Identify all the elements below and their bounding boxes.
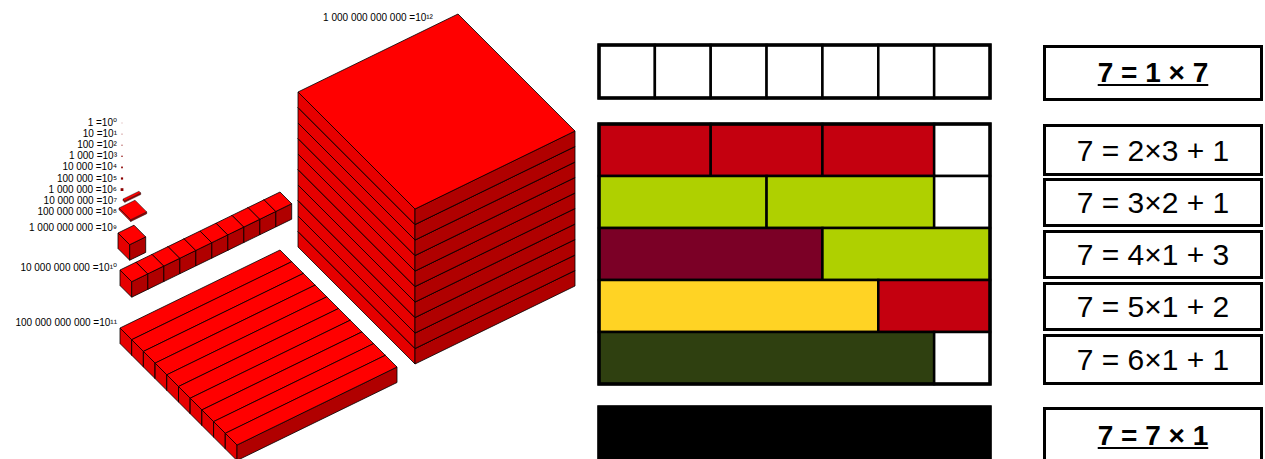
power-label: 1 000 =10³ xyxy=(69,150,117,162)
power-label: 1 =10⁰ xyxy=(88,117,117,129)
equation-box: 7 = 4×1 + 3 xyxy=(1043,230,1263,279)
tiny-block xyxy=(121,122,123,124)
bar-row xyxy=(599,228,990,280)
bar-segment xyxy=(599,407,990,459)
bar-segment xyxy=(599,45,655,98)
bar-segment xyxy=(599,332,934,384)
equation-text: 7 = 7 × 1 xyxy=(1098,421,1209,452)
equation-box: 7 = 1 × 7 xyxy=(1043,45,1263,101)
power-label: 10 000 000 =10⁷ xyxy=(44,195,117,207)
power-label: 100 000 000 =10⁸ xyxy=(37,206,117,218)
equation-text: 7 = 5×1 + 2 xyxy=(1077,290,1230,323)
power-label: 1 000 000 000 000 =10¹² xyxy=(323,12,433,24)
bar-row xyxy=(599,407,990,459)
tiny-block xyxy=(121,177,123,179)
bar-segment xyxy=(934,45,990,98)
power-label: 10 000 000 000 =10¹⁰ xyxy=(20,262,117,274)
bar-frame xyxy=(599,124,990,384)
tiny-block xyxy=(121,156,122,157)
bar-row xyxy=(599,176,990,228)
thin-stick xyxy=(123,191,141,201)
hundred-million-plate xyxy=(119,200,147,221)
bar-segment xyxy=(822,45,878,98)
equation-text: 7 = 2×3 + 1 xyxy=(1077,134,1230,167)
thin-plate xyxy=(119,200,147,220)
bar-row xyxy=(599,332,990,384)
unit-cube xyxy=(118,225,146,245)
equation-text: 7 = 4×1 + 3 xyxy=(1077,238,1230,271)
power-label: 10 =10¹ xyxy=(83,128,117,140)
bar-segment xyxy=(767,176,935,228)
bar-segment xyxy=(599,228,822,280)
bar-row xyxy=(599,124,990,176)
bar-row xyxy=(599,280,990,332)
tiny-block xyxy=(122,145,123,146)
flat-rod xyxy=(237,367,397,459)
equation-text: 7 = 1 × 7 xyxy=(1098,58,1209,89)
bar-segment xyxy=(599,280,878,332)
power-label: 1 000 000 =10⁶ xyxy=(49,184,117,196)
tiny-blocks xyxy=(121,123,124,191)
bar-segment xyxy=(767,45,823,98)
equation-box: 7 = 7 × 1 xyxy=(1043,407,1263,459)
bar-segment xyxy=(599,124,711,176)
bar-row xyxy=(599,45,990,98)
bar-frame xyxy=(599,45,990,98)
rod-cube xyxy=(120,262,148,282)
bar-frame xyxy=(599,407,990,459)
ten-billion-rod xyxy=(120,192,292,297)
bar-segment xyxy=(599,176,767,228)
power-label: 10 000 =10⁴ xyxy=(62,161,117,173)
power-label: 100 000 =10⁵ xyxy=(57,173,117,185)
bar-segment xyxy=(934,124,990,176)
equation-box: 7 = 6×1 + 1 xyxy=(1043,334,1263,385)
tiny-block xyxy=(121,188,124,191)
bar-segment xyxy=(878,45,934,98)
bar-segment xyxy=(934,332,990,384)
bar-segment xyxy=(711,45,767,98)
equation-box: 7 = 5×1 + 2 xyxy=(1043,282,1263,331)
division-bars xyxy=(599,45,990,459)
flat-rod xyxy=(225,355,397,445)
power-label: 100 =10² xyxy=(77,139,117,151)
place-value-blocks xyxy=(118,14,575,459)
tiny-block xyxy=(121,167,123,169)
bar-segment xyxy=(822,124,934,176)
bar-segment xyxy=(822,228,990,280)
tiny-block xyxy=(121,133,123,135)
equation-text: 7 = 6×1 + 1 xyxy=(1077,343,1230,376)
equation-box: 7 = 3×2 + 1 xyxy=(1043,178,1263,227)
cube-slab xyxy=(298,14,575,209)
hundred-billion-flat xyxy=(120,250,397,459)
bar-segment xyxy=(711,124,823,176)
billion-cube xyxy=(118,225,146,260)
power-label: 100 000 000 000 =10¹¹ xyxy=(16,317,117,329)
equation-text: 7 = 3×2 + 1 xyxy=(1077,186,1230,219)
bar-segment xyxy=(878,280,990,332)
bar-segment xyxy=(655,45,711,98)
power-label: 1 000 000 000 =10⁹ xyxy=(29,222,117,234)
ten-million-stick xyxy=(123,191,141,202)
equation-box: 7 = 2×3 + 1 xyxy=(1043,124,1263,176)
bar-segment xyxy=(934,176,990,228)
